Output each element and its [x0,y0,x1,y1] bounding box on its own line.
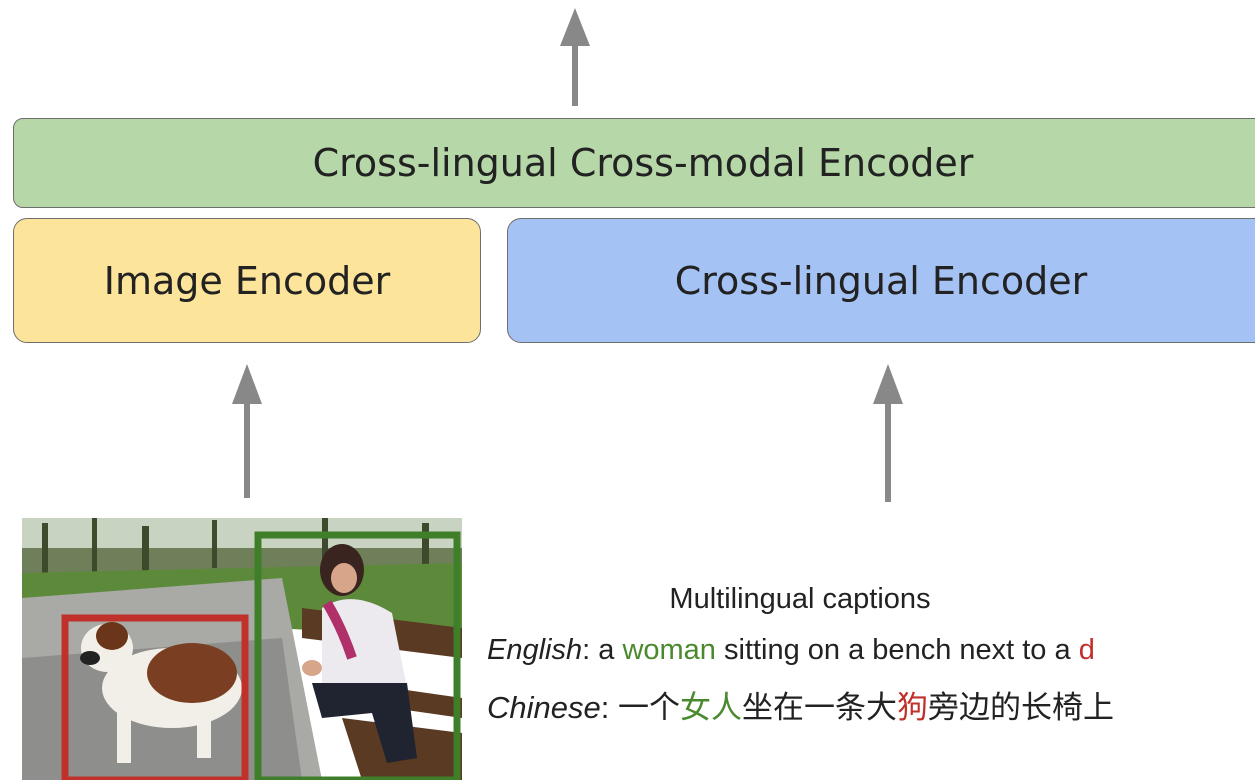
chinese-mid: 坐在一条大 [741,690,897,725]
arrow-top [560,8,590,106]
arrow-image [232,364,262,498]
chinese-woman-highlight: 女人 [679,690,742,725]
chinese-lang-label: Chinese [487,690,601,725]
chinese-post: 旁边的长椅上 [927,690,1114,725]
dog-bounding-box [61,614,249,780]
cross-lingual-encoder-box: Cross-lingual Encoder [507,218,1255,343]
cross-lingual-encoder-label: Cross-lingual Encoder [674,258,1088,303]
chinese-pre: 一个 [617,690,680,725]
cross-modal-encoder-label: Cross-lingual Cross-modal Encoder [312,141,974,185]
english-lang-label: English [487,634,583,666]
woman-bounding-box [254,531,461,780]
example-photo [22,518,462,780]
image-encoder-label: Image Encoder [103,258,391,303]
arrow-text [873,364,903,502]
cross-lingual-cross-modal-encoder-box: Cross-lingual Cross-modal Encoder [13,118,1255,208]
caption-title: Multilingual captions [669,583,931,615]
english-caption: English: a woman sitting on a bench next… [487,634,1095,667]
chinese-sep: : [600,690,618,725]
dog-figure [80,622,242,763]
english-dog-highlight: d [1078,634,1095,666]
woman-figure [302,544,417,763]
english-sep: : [582,634,599,666]
image-encoder-box: Image Encoder [13,218,481,343]
english-mid: sitting on a bench next to a [715,634,1079,666]
chinese-caption: Chinese: 一个女人坐在一条大狗旁边的长椅上 [487,682,1114,727]
english-woman-highlight: woman [622,634,716,666]
english-pre: a [598,634,623,666]
chinese-dog-highlight: 狗 [896,690,928,725]
